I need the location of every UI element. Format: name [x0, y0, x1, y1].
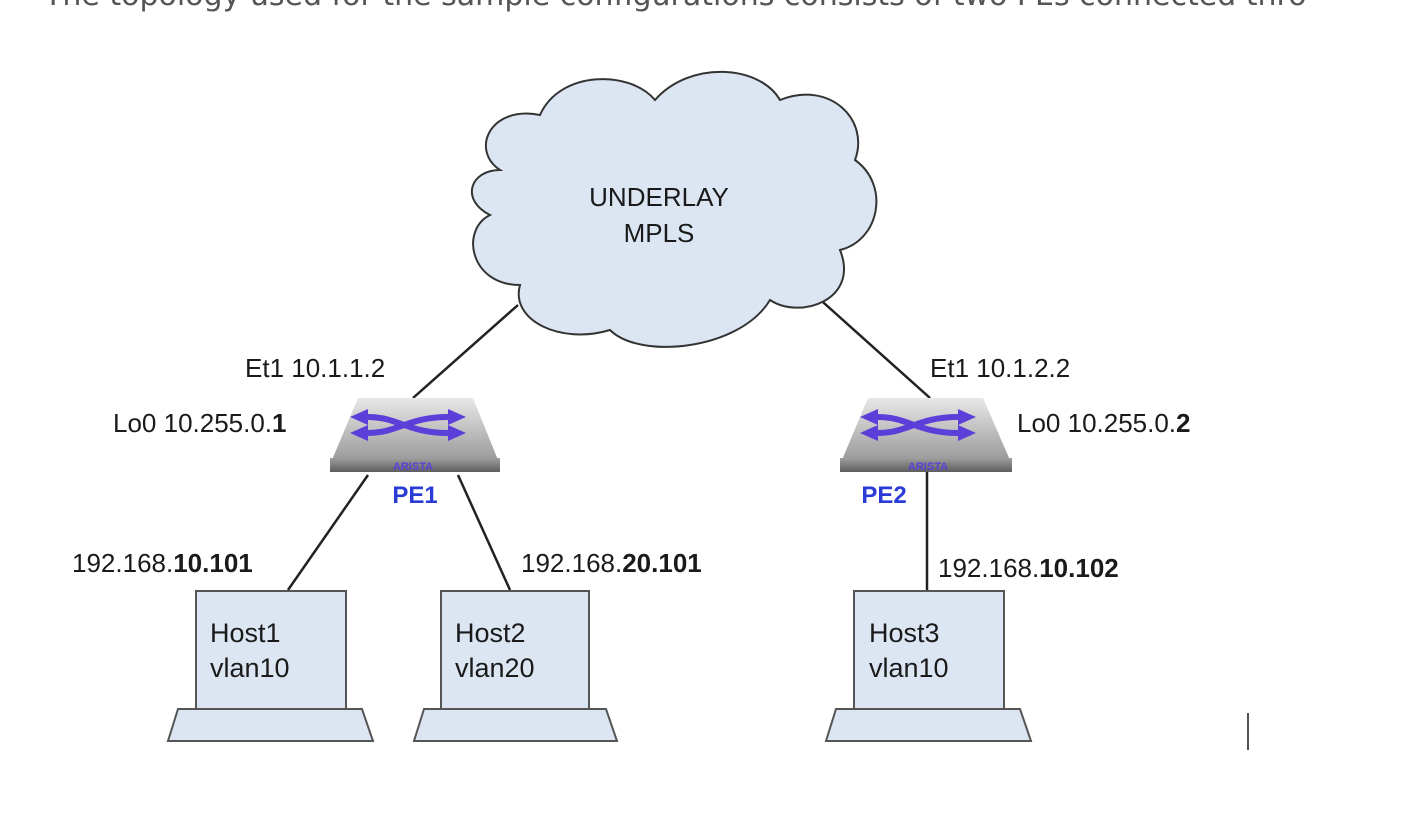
pe1-label: PE1	[392, 482, 437, 509]
host1-name: Host1	[210, 618, 281, 648]
pe1-lo0-label: Lo0 10.255.0.1	[113, 408, 287, 438]
host3-name: Host3	[869, 618, 940, 648]
host3-ip-label: 192.168.10.102	[938, 553, 1119, 583]
host1-vlan: vlan10	[210, 653, 290, 683]
link-pe1-host2	[456, 474, 512, 591]
host1-computer: Host1 vlan10	[166, 590, 375, 742]
pe1-switch: ARISTA	[330, 398, 500, 473]
link-pe1-host1	[286, 474, 370, 591]
switch-brand: ARISTA	[908, 461, 948, 473]
pe1-et1-label: Et1 10.1.1.2	[245, 353, 385, 383]
pe2-lo0-label: Lo0 10.255.0.2	[1017, 408, 1191, 438]
cloud-label-line1: UNDERLAY	[589, 182, 729, 212]
intro-text: The topology used for the sample configu…	[44, 0, 1307, 13]
host2-vlan: vlan20	[455, 653, 535, 683]
pe2-label: PE2	[861, 482, 906, 509]
pe2-switch: ARISTA	[840, 398, 1012, 473]
host2-computer: Host2 vlan20	[412, 590, 619, 742]
underlay-mpls-cloud: UNDERLAY MPLS	[470, 70, 878, 348]
host2-ip-label: 192.168.20.101	[521, 548, 702, 578]
host3-computer: Host3 vlan10	[824, 590, 1033, 742]
link-cloud-pe1	[412, 304, 519, 399]
link-cloud-pe2	[814, 294, 931, 399]
host1-ip-label: 192.168.10.101	[72, 548, 253, 578]
cloud-label-line2: MPLS	[624, 218, 695, 248]
pe2-et1-label: Et1 10.1.2.2	[930, 353, 1070, 383]
host2-name: Host2	[455, 618, 526, 648]
switch-brand: ARISTA	[393, 461, 433, 473]
host3-vlan: vlan10	[869, 653, 949, 683]
